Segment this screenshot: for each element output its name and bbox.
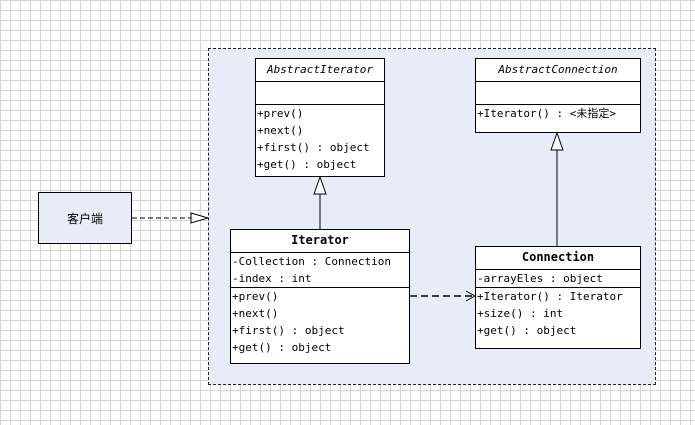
client-label: 客户端 xyxy=(66,211,103,226)
attributes-section: -arrayEles : object xyxy=(476,270,640,288)
attributes-section: -Collection : Connection -index : int xyxy=(231,253,409,288)
method: +prev() xyxy=(232,290,279,303)
method: +first() : object xyxy=(232,324,345,337)
iterator-inheritance-arrowhead xyxy=(313,175,327,195)
methods-section: +Iterator() : <未指定> xyxy=(476,105,640,122)
attribute: -index : int xyxy=(232,272,312,285)
attribute: -Collection : Connection xyxy=(232,255,391,268)
method: +get() : object xyxy=(477,324,577,337)
methods-section: +prev() +next() +first() : object +get()… xyxy=(231,288,409,356)
class-name: AbstractIterator xyxy=(256,59,384,82)
method: +next() xyxy=(232,307,279,320)
class-name: Iterator xyxy=(231,230,409,253)
method: +prev() xyxy=(257,107,304,120)
method: +get() : object xyxy=(232,341,332,354)
connection-class[interactable]: Connection -arrayEles : object +Iterator… xyxy=(475,246,641,349)
abstract-connection-class[interactable]: AbstractConnection +Iterator() : <未指定> xyxy=(475,58,641,133)
iterator-connection-dependency-arrowhead xyxy=(465,290,477,302)
connection-inheritance-arrowhead xyxy=(550,131,564,151)
method: +Iterator() : <未指定> xyxy=(477,107,616,120)
method: +Iterator() : Iterator xyxy=(477,290,623,303)
client-dependency-arrowhead xyxy=(190,212,210,224)
attributes-section xyxy=(476,82,640,105)
class-name: AbstractConnection xyxy=(476,59,640,82)
methods-section: +prev() +next() +first() : object +get()… xyxy=(256,105,384,173)
methods-section: +Iterator() : Iterator +size() : int +ge… xyxy=(476,288,640,339)
abstract-iterator-class[interactable]: AbstractIterator +prev() +next() +first(… xyxy=(255,58,385,177)
method: +size() : int xyxy=(477,307,564,320)
method: +first() : object xyxy=(257,141,370,154)
method: +get() : object xyxy=(257,158,357,171)
client-box[interactable]: 客户端 xyxy=(38,192,132,244)
iterator-class[interactable]: Iterator -Collection : Connection -index… xyxy=(230,229,410,364)
attributes-section xyxy=(256,82,384,105)
attribute: -arrayEles : object xyxy=(477,272,603,285)
class-name: Connection xyxy=(476,247,640,270)
method: +next() xyxy=(257,124,304,137)
